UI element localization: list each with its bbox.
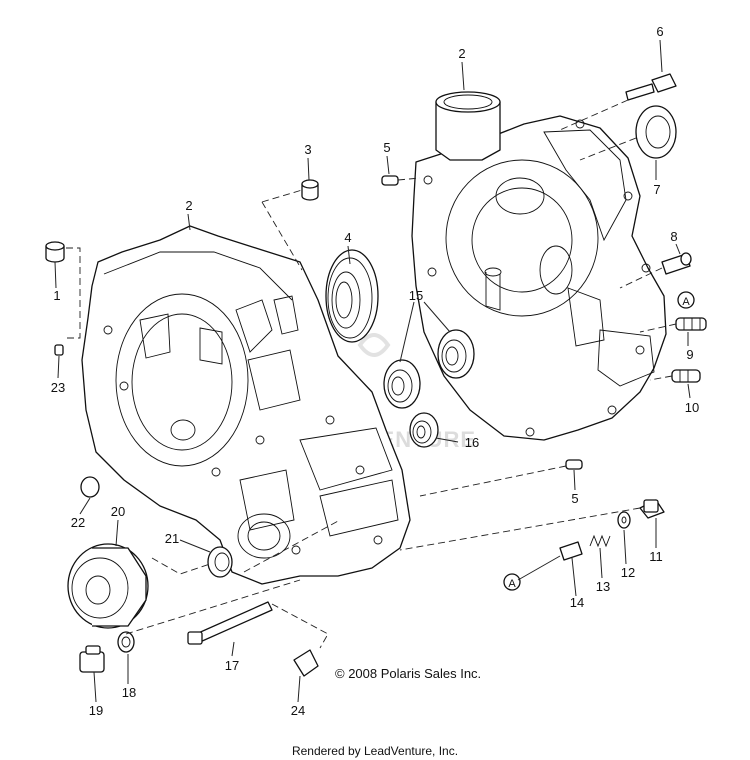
bolt-6: [625, 73, 677, 101]
washer-12: [617, 511, 631, 529]
callout-23: 23: [51, 380, 65, 395]
callout-2-left: 2: [185, 198, 192, 213]
callout-13: 13: [596, 579, 610, 594]
callout-8: 8: [670, 229, 677, 244]
oil-seal-7: [635, 105, 677, 159]
callout-9: 9: [686, 347, 693, 362]
rendered-by-footer: Rendered by LeadVenture, Inc.: [292, 744, 458, 758]
callout-20: 20: [111, 504, 125, 519]
reference-marker-a-lower: A: [503, 573, 521, 591]
callout-18: 18: [122, 685, 136, 700]
washer-18: [117, 631, 135, 653]
relief-valve-14: [559, 541, 583, 561]
long-bolt-17: [187, 601, 273, 645]
alignment-lines: [66, 99, 677, 649]
plug-24: [293, 649, 319, 677]
bearing-4: [325, 249, 379, 343]
svg-text:A: A: [508, 578, 516, 590]
callout-22: 22: [71, 515, 85, 530]
bearing-15-upper: [437, 329, 475, 379]
copyright-notice: © 2008 Polaris Sales Inc.: [335, 666, 481, 681]
callout-17: 17: [225, 658, 239, 673]
dowel-sleeve-3: [301, 179, 319, 201]
oil-seal-21: [207, 546, 233, 578]
callout-5-upper: 5: [383, 140, 390, 155]
fitting-9: [675, 317, 707, 331]
reference-marker-a-upper: A: [677, 291, 695, 309]
dowel-pin-23: [54, 344, 64, 356]
callout-15: 15: [409, 288, 423, 303]
callout-16: 16: [465, 435, 479, 450]
callout-11: 11: [649, 549, 663, 564]
callout-1: 1: [53, 288, 60, 303]
callout-labels: 1 2 2 3 4 5 5 6 7 8 9 10 11 12 13 14 15 …: [51, 24, 699, 718]
callout-19: 19: [89, 703, 103, 718]
callout-3: 3: [304, 142, 311, 157]
plug-8: [661, 252, 692, 275]
right-crankcase-half: [411, 91, 667, 441]
fitting-10: [671, 369, 701, 383]
callout-12: 12: [621, 565, 635, 580]
callout-10: 10: [685, 400, 699, 415]
left-crankcase-half: [81, 225, 411, 585]
callout-21: 21: [165, 531, 179, 546]
callout-4: 4: [344, 230, 351, 245]
bearing-16: [409, 412, 439, 448]
callout-14: 14: [570, 595, 584, 610]
pulley-20: [67, 543, 149, 629]
drain-plug-19: [79, 645, 105, 673]
spring-13: [589, 534, 611, 548]
svg-text:A: A: [682, 296, 690, 308]
plug-cap-22: [80, 476, 100, 498]
dowel-pin-5-lower: [565, 459, 583, 470]
callout-24: 24: [291, 703, 305, 718]
leader-lines: [54, 39, 691, 703]
bolt-11: [639, 499, 665, 519]
callout-2-right: 2: [458, 46, 465, 61]
dowel-sleeve-1: [45, 241, 65, 263]
callout-6: 6: [656, 24, 663, 39]
callout-7: 7: [653, 182, 660, 197]
dowel-pin-5-upper: [381, 175, 399, 186]
callout-5-lower: 5: [571, 491, 578, 506]
bearing-15-lower: [383, 359, 421, 409]
